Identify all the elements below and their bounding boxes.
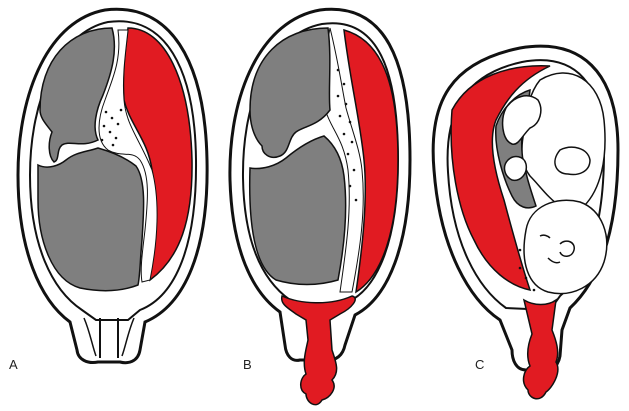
- panel-b-label: B: [243, 357, 252, 372]
- panel-c-label: C: [475, 357, 484, 372]
- panel-a: [18, 9, 207, 362]
- panel-a-label: A: [9, 357, 18, 372]
- panel-c-fetus-foot: [505, 157, 527, 181]
- panel-c-fetus-arm: [555, 147, 590, 174]
- panel-c-cervical-bleeding: [524, 300, 558, 399]
- panel-c: [433, 46, 618, 399]
- panel-b: [230, 9, 410, 404]
- panel-c-fetus-head: [524, 200, 607, 293]
